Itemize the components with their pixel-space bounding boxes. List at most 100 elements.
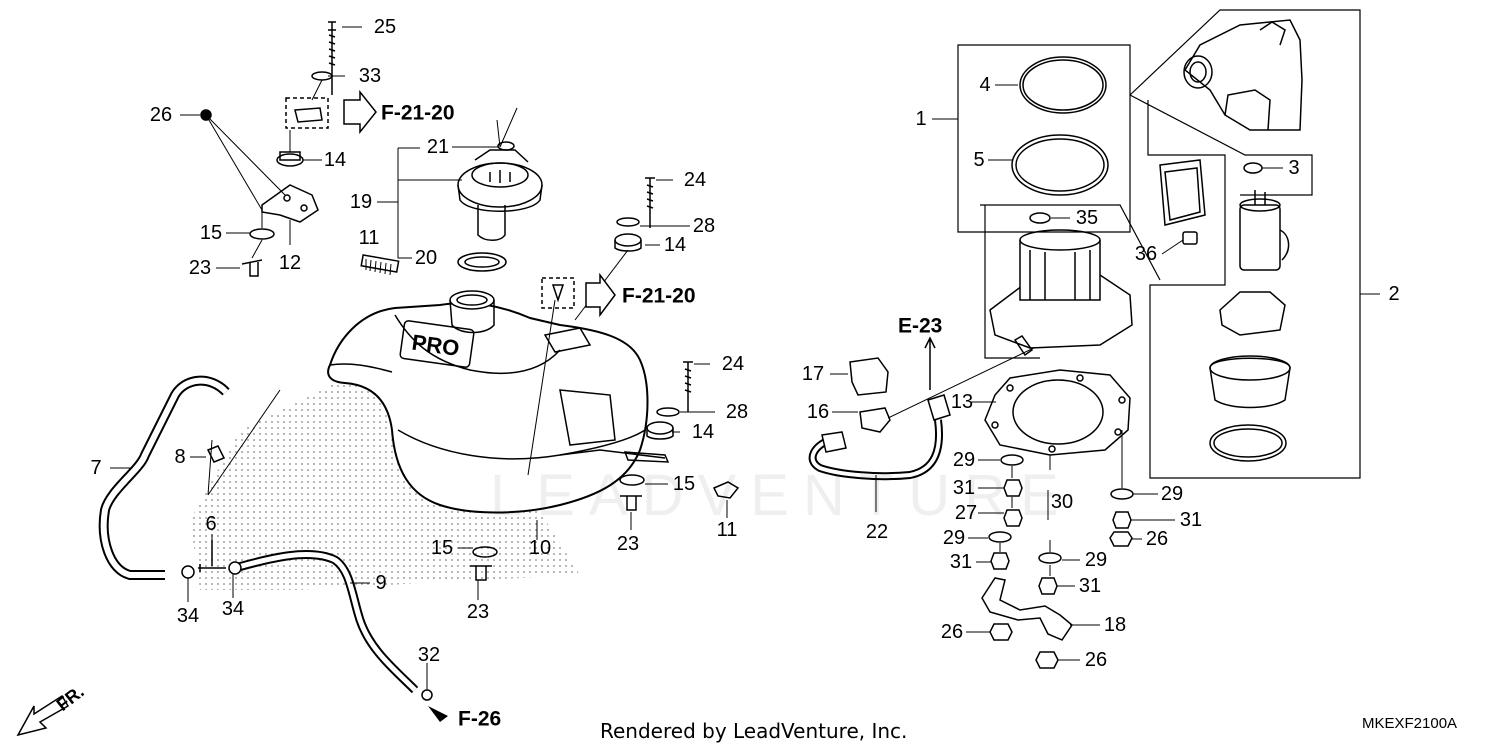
callout-11: 11 — [716, 519, 738, 541]
grommet-14c — [646, 421, 674, 435]
tank-filler-neck-body — [449, 299, 495, 334]
callout-26: 26 — [149, 104, 173, 126]
callout-33: 33 — [358, 65, 382, 87]
callout-26: 26 — [1145, 528, 1169, 550]
callout-14: 14 — [663, 234, 687, 256]
clip-11b — [712, 481, 740, 499]
washer-28a — [616, 217, 640, 227]
callout-9: 9 — [375, 572, 387, 594]
callout-14: 14 — [323, 149, 347, 171]
gasket-13 — [984, 369, 1131, 456]
callout-23: 23 — [188, 257, 212, 279]
watermark: LEADVENTURE — [490, 463, 1073, 528]
callout-5: 5 — [973, 149, 985, 171]
tank-lower-edge — [559, 449, 666, 459]
callout-18: 18 — [1103, 614, 1127, 636]
collar-23b — [620, 495, 642, 511]
washer-15c — [472, 546, 498, 558]
nut-27 — [1003, 509, 1023, 527]
ref-f-26[interactable]: F-26 — [458, 707, 502, 731]
callout-16: 16 — [806, 401, 830, 423]
cap-gasket-20 — [457, 252, 507, 272]
callout-29: 29 — [952, 449, 976, 471]
seal-5 — [1011, 134, 1109, 196]
callout-17: 17 — [801, 363, 825, 385]
washer-29a — [1000, 454, 1024, 466]
ref-f-21-20-mid[interactable]: F-21-20 — [622, 284, 696, 308]
ref-arrow-2 — [585, 272, 616, 318]
callout-10: 10 — [528, 537, 552, 559]
pressure-regulator — [1183, 19, 1303, 131]
callout-1: 1 — [915, 108, 927, 130]
filter-36 — [1159, 159, 1206, 226]
callout-28: 28 — [725, 401, 749, 423]
washer-28b — [656, 407, 680, 417]
callout-12: 12 — [278, 252, 302, 274]
grommet-14b — [614, 233, 642, 247]
nut-31b — [990, 552, 1010, 570]
o-ring-4 — [1019, 56, 1107, 114]
ref-arrow-1 — [343, 89, 377, 135]
callout-31: 31 — [952, 477, 976, 499]
ref-e-23[interactable]: E-23 — [898, 314, 943, 338]
ref-f-21-20-top[interactable]: F-21-20 — [381, 101, 455, 125]
bolt-25 — [328, 21, 336, 95]
callout-23: 23 — [466, 601, 490, 623]
washer-35 — [1029, 212, 1051, 224]
tank-rear-mount — [623, 451, 670, 463]
callout-21: 21 — [426, 136, 450, 158]
callout-4: 4 — [979, 74, 991, 96]
arrow-e23 — [924, 336, 936, 390]
callout-36: 36 — [1134, 243, 1158, 265]
clip-8 — [206, 445, 226, 463]
tank-front-lip — [329, 363, 393, 373]
ring-3 — [1243, 162, 1263, 174]
callout-24: 24 — [683, 169, 707, 191]
nut-31d — [1112, 511, 1132, 529]
pump-ring — [1209, 424, 1287, 462]
fuel-cap — [457, 149, 543, 241]
nut-26b — [989, 623, 1013, 641]
group-box-1 — [957, 44, 1131, 233]
cover-17 — [849, 357, 889, 396]
callout-15: 15 — [430, 537, 454, 559]
callout-26: 26 — [940, 621, 964, 643]
nut-26d — [1109, 531, 1133, 547]
group-box-2 — [1129, 9, 1361, 479]
filter-plug — [1182, 231, 1198, 245]
cap-washer-21 — [497, 141, 515, 151]
collar-23a — [241, 259, 263, 277]
callout-7: 7 — [90, 457, 102, 479]
callout-31: 31 — [1078, 575, 1102, 597]
tank-badge — [399, 320, 475, 368]
tank-side-panel — [559, 389, 616, 446]
pump-outlet-nipple — [1013, 335, 1034, 357]
hose-connector-a — [821, 431, 847, 453]
callout-31: 31 — [1179, 509, 1203, 531]
breather-tube-11 — [360, 254, 400, 273]
tank-top-tab — [543, 327, 592, 353]
callout-29: 29 — [942, 527, 966, 549]
callout-34: 34 — [221, 598, 245, 620]
callout-35: 35 — [1075, 207, 1099, 229]
callout-6: 6 — [205, 513, 217, 535]
clamp-32 — [421, 689, 433, 701]
clamp-34a — [181, 565, 195, 579]
tank-filler-neck-inner — [456, 294, 488, 306]
callout-30: 30 — [1050, 491, 1074, 513]
callout-20: 20 — [414, 247, 438, 269]
callout-11: 11 — [358, 227, 380, 249]
footer-credit: Rendered by LeadVenture, Inc. — [600, 719, 908, 743]
tank-seam — [397, 429, 646, 460]
bracket-12 — [261, 184, 319, 223]
callout-15: 15 — [199, 222, 223, 244]
collar-23c — [470, 565, 492, 581]
callout-28: 28 — [692, 215, 716, 237]
callout-29: 29 — [1160, 483, 1184, 505]
callout-29: 29 — [1084, 549, 1108, 571]
pump-cup — [1209, 357, 1291, 409]
callout-23: 23 — [616, 533, 640, 555]
washer-29d — [1110, 488, 1134, 500]
